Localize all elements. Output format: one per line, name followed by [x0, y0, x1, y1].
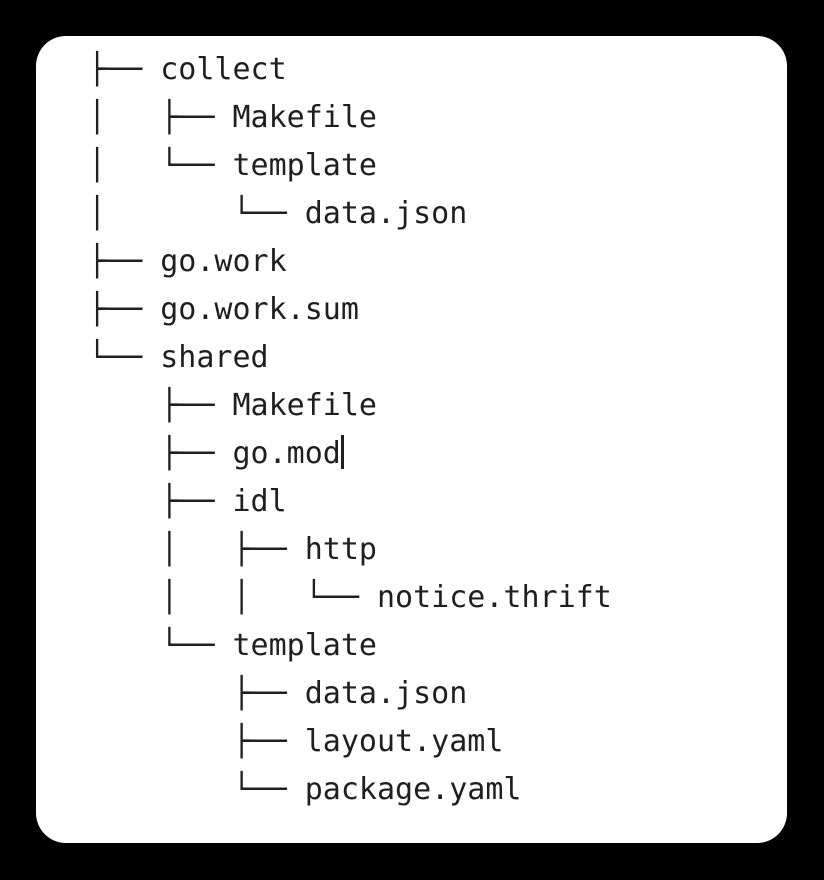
file-tree-card: ├── collect │ ├── Makefile │ └── templat…: [36, 36, 787, 843]
tree-branch-glyphs: │ └──: [88, 148, 233, 183]
tree-branch-glyphs: │ │ └──: [88, 580, 377, 615]
tree-line: ├── layout.yaml: [88, 718, 763, 766]
tree-line: ├── Makefile: [88, 382, 763, 430]
tree-line: │ └── template: [88, 142, 763, 190]
tree-line: ├── go.work.sum: [88, 286, 763, 334]
tree-branch-glyphs: ├──: [88, 52, 161, 87]
file-tree-text-area[interactable]: ├── collect │ ├── Makefile │ └── templat…: [36, 36, 787, 814]
tree-line: │ ├── http: [88, 526, 763, 574]
tree-branch-glyphs: ├──: [88, 484, 233, 519]
tree-branch-glyphs: └──: [88, 340, 161, 375]
tree-branch-glyphs: │ ├──: [88, 532, 305, 567]
tree-entry-name: layout.yaml: [304, 724, 504, 759]
tree-branch-glyphs: ├──: [88, 676, 305, 711]
tree-entry-name: data.json: [304, 676, 468, 711]
tree-branch-glyphs: │ ├──: [88, 100, 233, 135]
tree-line: ├── go.work: [88, 238, 763, 286]
tree-line: │ ├── Makefile: [88, 94, 763, 142]
tree-entry-name: Makefile: [232, 388, 378, 423]
tree-line: │ └── data.json: [88, 190, 763, 238]
tree-entry-name: shared: [160, 340, 269, 375]
tree-entry-name: Makefile: [232, 100, 378, 135]
tree-branch-glyphs: ├──: [88, 388, 233, 423]
tree-branch-glyphs: ├──: [88, 292, 161, 327]
text-caret: [340, 435, 344, 469]
tree-entry-name: idl: [232, 484, 287, 519]
tree-line: └── shared: [88, 334, 763, 382]
tree-line: ├── idl: [88, 478, 763, 526]
tree-entry-name: go.work: [160, 244, 287, 279]
tree-branch-glyphs: └──: [88, 628, 233, 663]
tree-branch-glyphs: ├──: [88, 436, 233, 471]
tree-branch-glyphs: ├──: [88, 724, 305, 759]
tree-line: │ │ └── notice.thrift: [88, 574, 763, 622]
tree-line: └── template: [88, 622, 763, 670]
tree-entry-name: http: [304, 532, 377, 567]
tree-entry-name: template: [232, 148, 378, 183]
tree-line: ├── data.json: [88, 670, 763, 718]
tree-entry-name: notice.thrift: [376, 580, 612, 615]
tree-entry-name: collect: [160, 52, 287, 87]
tree-branch-glyphs: ├──: [88, 244, 161, 279]
tree-branch-glyphs: │ └──: [88, 196, 305, 231]
tree-entry-name: go.mod: [232, 436, 341, 471]
tree-entry-name: package.yaml: [304, 772, 522, 807]
tree-line: └── package.yaml: [88, 766, 763, 814]
tree-entry-name: template: [232, 628, 378, 663]
tree-entry-name: go.work.sum: [160, 292, 359, 327]
tree-line: ├── collect: [88, 46, 763, 94]
tree-entry-name: data.json: [304, 196, 468, 231]
tree-branch-glyphs: └──: [88, 772, 305, 807]
tree-line: ├── go.mod: [88, 430, 763, 478]
